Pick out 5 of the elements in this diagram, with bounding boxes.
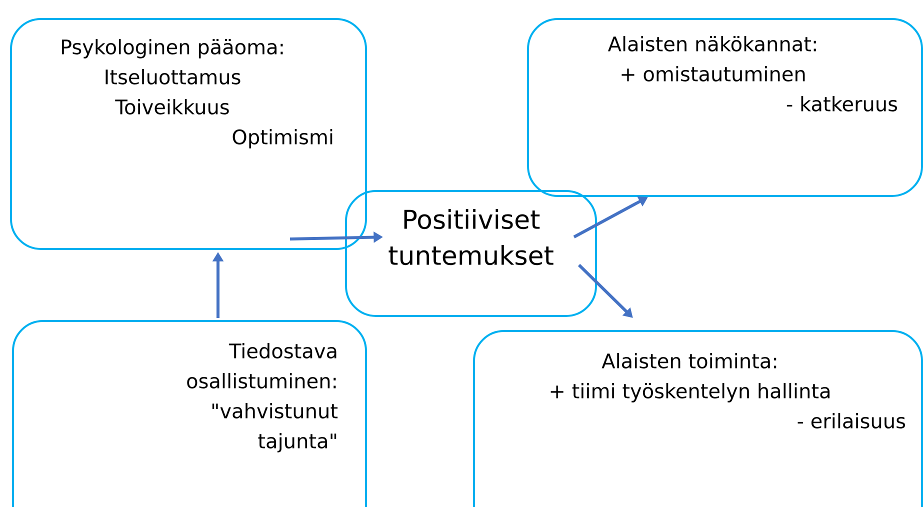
- rounded-box: Positiiviset tuntemukset: [345, 190, 597, 317]
- rounded-box: Psykologinen pääoma: Itseluottamus Toiveikkuus Optimismi: [10, 18, 367, 250]
- rounded-box: Alaisten toiminta: + tiimi työskentelyn hallinta - erilaisuus: [473, 330, 923, 507]
- rounded-box: Alaisten näkökannat: + omistautuminen - katkeruus: [527, 18, 923, 197]
- rounded-box: Tiedostava osallistuminen: "vahvistunut tajunta": [12, 320, 367, 507]
